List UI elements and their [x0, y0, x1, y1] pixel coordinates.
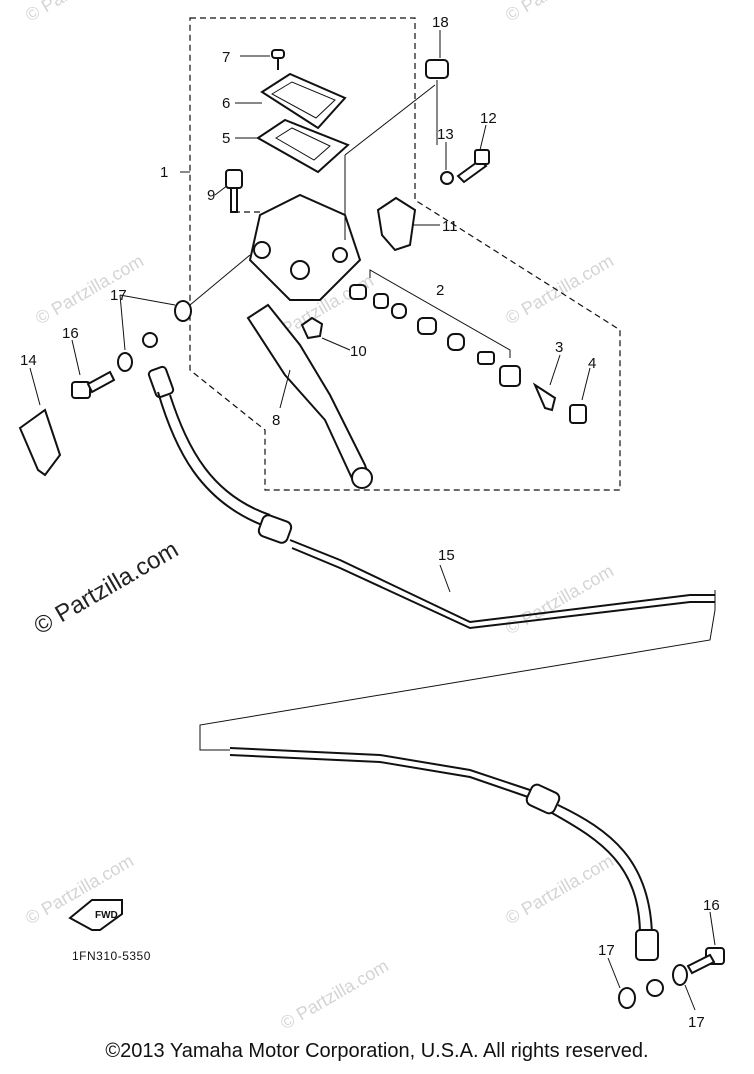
watermark-center-2: © Partzilla.com: [277, 955, 392, 1033]
callout-10: 10: [350, 343, 367, 360]
diagram-code: 1FN310-5350: [72, 949, 151, 963]
callout-16-top: 16: [62, 325, 79, 342]
fwd-arrow-icon: FWD: [68, 899, 123, 931]
watermark-top-right: © Partzilla.com: [502, 0, 617, 25]
callout-15: 15: [438, 547, 455, 564]
part-4-cap: [569, 367, 591, 424]
callouts: 1 2 3 4 5 6 7 8 9 10 11 12 13 14 15 16 1…: [20, 14, 720, 1031]
master-cylinder-body: [248, 84, 436, 301]
part-2-piston-kit: [349, 269, 521, 387]
fwd-label: FWD: [95, 910, 118, 921]
watermark-main: © Partzilla.com: [30, 536, 184, 640]
part-17-washer-bottom-right: [672, 964, 696, 1011]
callout-16-bottom: 16: [703, 897, 720, 914]
part-10-nut: [300, 316, 351, 351]
part-11-holder: [376, 196, 440, 252]
part-8-lever: [246, 303, 373, 489]
part-13-washer: [440, 142, 454, 185]
callout-11: 11: [442, 218, 458, 235]
part-5-diaphragm: [235, 118, 350, 174]
part-6-reservoir-cap: [235, 72, 347, 130]
part-18-cap: [425, 30, 449, 145]
copyright-notice: ©2013 Yamaha Motor Corporation, U.S.A. A…: [105, 1040, 649, 1062]
watermark-right-low: © Partzilla.com: [502, 560, 617, 638]
callout-3: 3: [555, 339, 563, 356]
part-9-bolt: [214, 169, 262, 213]
assembly-outline: [189, 17, 621, 491]
watermark-top-left: © Partzilla.com: [22, 0, 137, 25]
callout-12: 12: [480, 110, 497, 127]
part-3-bleed-screw: [532, 354, 561, 412]
part-14-boot: [18, 367, 62, 477]
callout-14: 14: [20, 352, 37, 369]
callout-5: 5: [222, 130, 230, 147]
callout-17-bottom-right: 17: [688, 1014, 705, 1031]
part-16-bolt-bottom: [686, 911, 725, 975]
callout-17-top: 17: [110, 287, 127, 304]
callout-18: 18: [432, 14, 449, 31]
callout-6: 6: [222, 95, 230, 112]
callout-1: 1: [160, 164, 168, 181]
part-17-washer-left: [117, 352, 133, 372]
part-12-bolt: [456, 124, 490, 184]
callout-9: 9: [207, 187, 215, 204]
callout-2: 2: [436, 282, 444, 299]
watermark-left-mid: © Partzilla.com: [32, 250, 147, 328]
callout-7: 7: [222, 49, 230, 66]
part-17-washer-bottom-left: [607, 957, 636, 1009]
callout-13: 13: [437, 126, 454, 143]
callout-4: 4: [588, 355, 596, 372]
watermark-bottom-right: © Partzilla.com: [502, 850, 617, 928]
callout-8: 8: [272, 412, 280, 429]
part-17-washer-top: [119, 254, 251, 351]
callout-17-bottom-left: 17: [598, 942, 615, 959]
part-7-screw: [240, 49, 285, 70]
part-16-bolt-top: [71, 339, 116, 399]
part-15-hose: [142, 332, 716, 997]
